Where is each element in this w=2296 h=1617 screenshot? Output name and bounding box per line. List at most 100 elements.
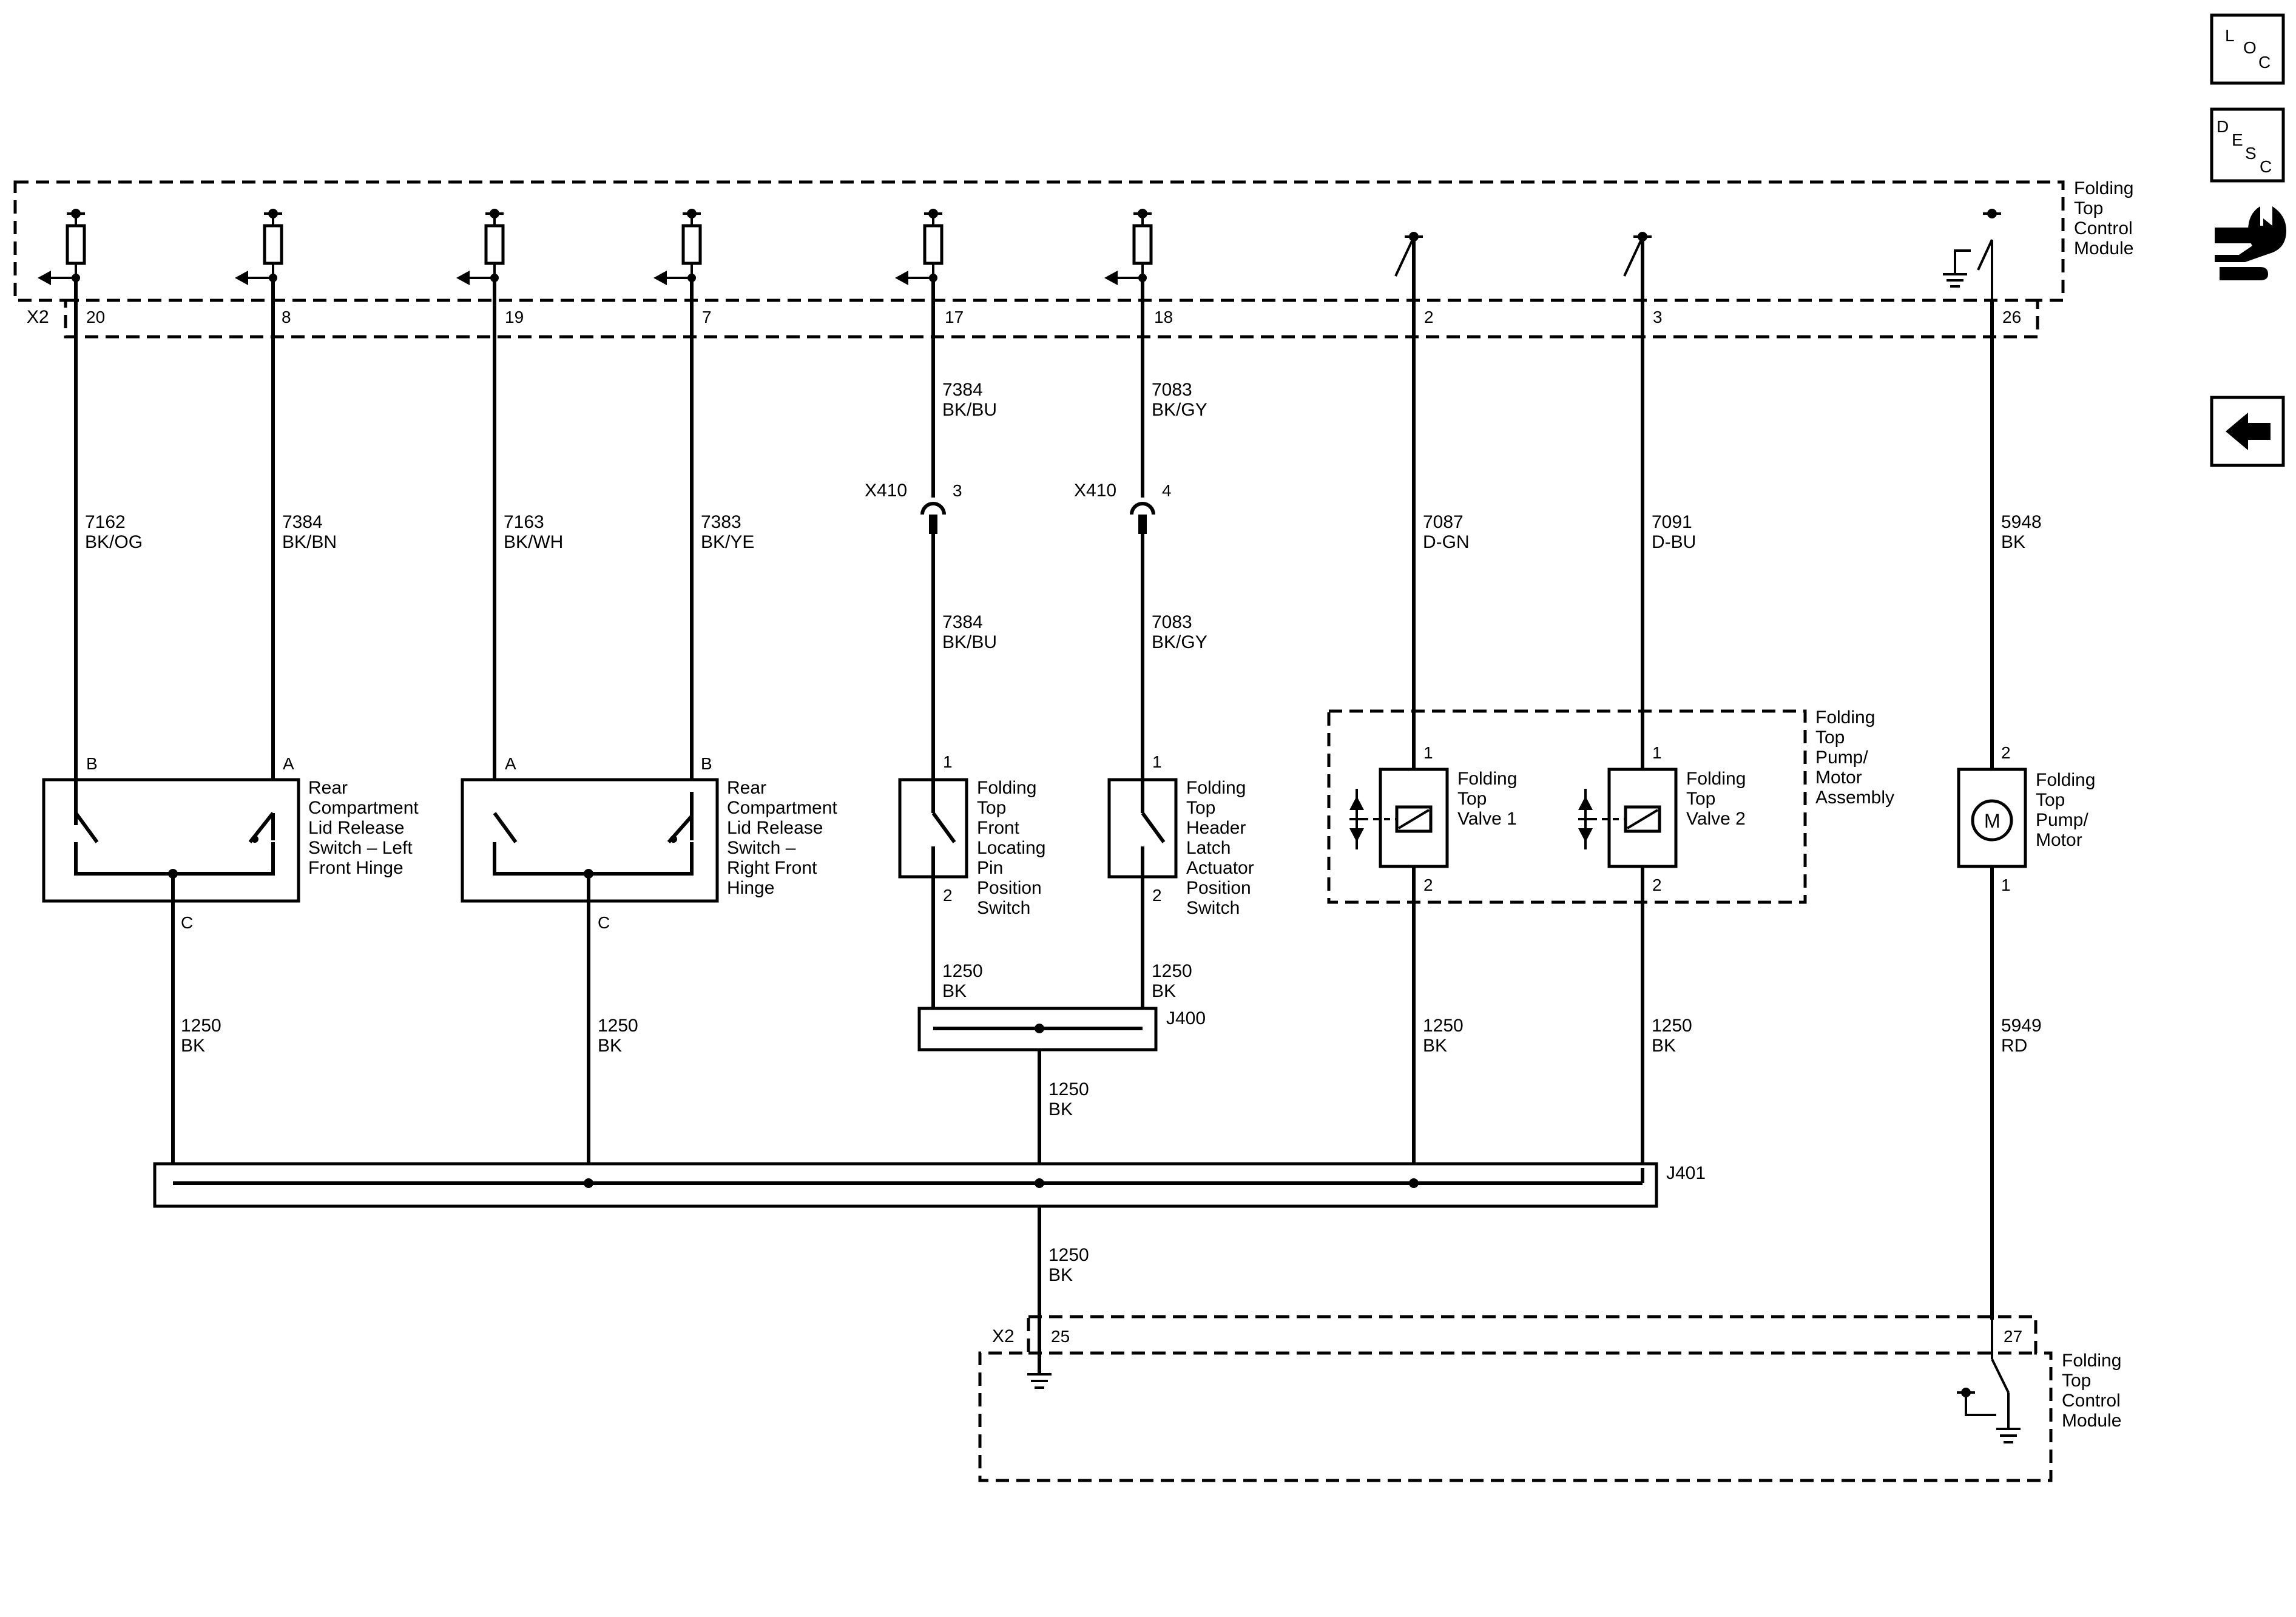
wire-7-color: BK/YE [701, 532, 754, 552]
valve-2-label-3: Valve 2 [1686, 809, 1746, 829]
front-pin-switch-label-7: Switch [977, 898, 1030, 918]
driver-switch-3 [1623, 232, 1652, 277]
header-switch-label-3: Header [1186, 818, 1246, 838]
front-pin-switch-label-3: Front [977, 818, 1020, 838]
header-switch-label-6: Position [1186, 878, 1251, 898]
right-switch-pin-a: A [505, 754, 516, 773]
assembly-label-3: Pump/ [1815, 748, 1868, 768]
valve-1-pin-2: 2 [1423, 876, 1433, 894]
ground-right-circuit: 1250 [598, 1016, 638, 1036]
valve-1-label-2: Top [1457, 789, 1487, 809]
left-switch-label-3: Lid Release [308, 818, 404, 838]
front-pin-switch-pin-2: 2 [943, 886, 953, 905]
top-pin-18: 18 [1154, 308, 1173, 326]
top-pin-2: 2 [1424, 308, 1434, 326]
wire-19-circuit: 7163 [504, 512, 544, 532]
input-circuit-20 [38, 209, 86, 285]
assembly-label-2: Top [1815, 727, 1845, 748]
header-switch-pin-1: 1 [1152, 752, 1162, 771]
back-arrow-icon [2226, 413, 2271, 450]
motor-label-3: Pump/ [2036, 810, 2088, 830]
right-switch-label-1: Rear [727, 778, 766, 798]
header-switch-label-4: Latch [1186, 838, 1231, 858]
ground-header-color: BK [1152, 981, 1176, 1001]
right-switch-pin-b: B [701, 754, 712, 773]
ground-module-color: BK [1048, 1265, 1073, 1285]
bottom-module-label-4: Module [2062, 1411, 2121, 1431]
motor-symbol: M [1984, 810, 2001, 832]
desc-letter-e: E [2232, 130, 2243, 149]
assembly-label-4: Motor [1815, 768, 1862, 788]
wire-18-lower-circuit: 7083 [1152, 612, 1192, 632]
wire-3-color: D-BU [1652, 532, 1696, 552]
driver-switch-2 [1394, 232, 1423, 277]
desc-button[interactable]: D E S C [2210, 107, 2285, 183]
assembly-label-1: Folding [1815, 707, 1875, 727]
wire-7-circuit: 7383 [701, 512, 741, 532]
bottom-module-label-3: Control [2062, 1391, 2121, 1411]
bottom-pin-25: 25 [1051, 1327, 1070, 1346]
right-switch-label-2: Compartment [727, 798, 837, 818]
bottom-module-label-1: Folding [2062, 1351, 2121, 1371]
x410-b-pin: 4 [1162, 481, 1172, 500]
ground-left-circuit: 1250 [181, 1016, 221, 1036]
rear-lid-switch-right: A B C Rear Compartment Lid Release Switc… [461, 754, 837, 932]
valve-2-pin-1: 1 [1652, 743, 1662, 762]
pump-motor-assembly: Folding Top Pump/ Motor Assembly 1 2 Fol… [1327, 707, 1894, 904]
wire-18-upper-circuit: 7083 [1152, 380, 1192, 400]
x410-b-label: X410 [1074, 481, 1116, 501]
motor-pin-2: 2 [2001, 743, 2011, 762]
bottom-module-label-2: Top [2062, 1371, 2091, 1391]
input-circuit-17 [895, 209, 944, 285]
motor-label-2: Top [2036, 790, 2065, 810]
x410-a-pin: 3 [953, 481, 962, 500]
front-locating-pin-switch: 1 2 Folding Top Front Locating Pin Posit… [898, 752, 1045, 918]
top-pin-19: 19 [505, 308, 524, 326]
wire-8-color: BK/BN [282, 532, 337, 552]
header-switch-pin-2: 2 [1152, 886, 1162, 905]
ground-switch-26 [1943, 209, 2001, 300]
left-switch-label-4: Switch – Left [308, 838, 413, 858]
bottom-control-module: X2 25 27 Folding Top Control Module [978, 1315, 2121, 1482]
wire-18-upper-color: BK/GY [1152, 400, 1207, 420]
top-pin-3: 3 [1653, 308, 1663, 326]
valve-2-label-2: Top [1686, 789, 1715, 809]
wire-labels: 7162 BK/OG 7384 BK/BN 7163 BK/WH 7383 BK… [85, 380, 2042, 652]
valve-2: 1 2 Folding Top Valve 2 [1578, 743, 1746, 894]
right-switch-label-4: Switch – [727, 838, 796, 858]
ground-header-circuit: 1250 [1152, 961, 1192, 981]
valve-2-pin-2: 2 [1652, 876, 1662, 894]
ground-valve1-circuit: 1250 [1423, 1016, 1464, 1036]
bottom-connector-label: X2 [992, 1326, 1015, 1346]
wire-2-color: D-GN [1423, 532, 1470, 552]
motor-pin-1: 1 [2001, 876, 2011, 894]
wire-26-color: BK [2001, 532, 2025, 552]
header-switch-label-1: Folding [1186, 778, 1246, 798]
front-pin-switch-label-1: Folding [977, 778, 1036, 798]
motor-label-4: Motor [2036, 830, 2082, 850]
ground-valve1-color: BK [1423, 1036, 1447, 1056]
motor-ground-circuit: 5949 [2001, 1016, 2042, 1036]
valve-1-pin-1: 1 [1423, 743, 1433, 762]
loc-button[interactable]: L O C [2210, 13, 2285, 85]
ground-valve2-color: BK [1652, 1036, 1676, 1056]
right-switch-label-3: Lid Release [727, 818, 823, 838]
pump-motor: M 2 1 Folding Top Pump/ Motor [1957, 743, 2095, 894]
connector-wrench-icon[interactable] [2215, 206, 2286, 280]
right-switch-label-6: Hinge [727, 878, 774, 898]
top-pin-8: 8 [282, 308, 291, 326]
left-switch-label-2: Compartment [308, 798, 419, 818]
wire-17-lower-circuit: 7384 [942, 612, 983, 632]
loc-letter-l: L [2225, 26, 2235, 45]
desc-letter-s: S [2245, 144, 2257, 163]
left-switch-pin-b: B [86, 754, 98, 773]
header-switch-label-7: Switch [1186, 898, 1240, 918]
left-switch-label-5: Front Hinge [308, 858, 403, 878]
back-arrow-button[interactable] [2210, 396, 2285, 467]
valve-1: 1 2 Folding Top Valve 1 [1349, 743, 1517, 894]
ground-front-pin-color: BK [942, 981, 967, 1001]
top-control-module: Folding Top Control Module X2 20 8 19 7 … [13, 178, 2133, 339]
bottom-pin-27: 27 [2004, 1327, 2022, 1346]
x410-connectors: X410 3 X410 4 [865, 481, 1172, 534]
